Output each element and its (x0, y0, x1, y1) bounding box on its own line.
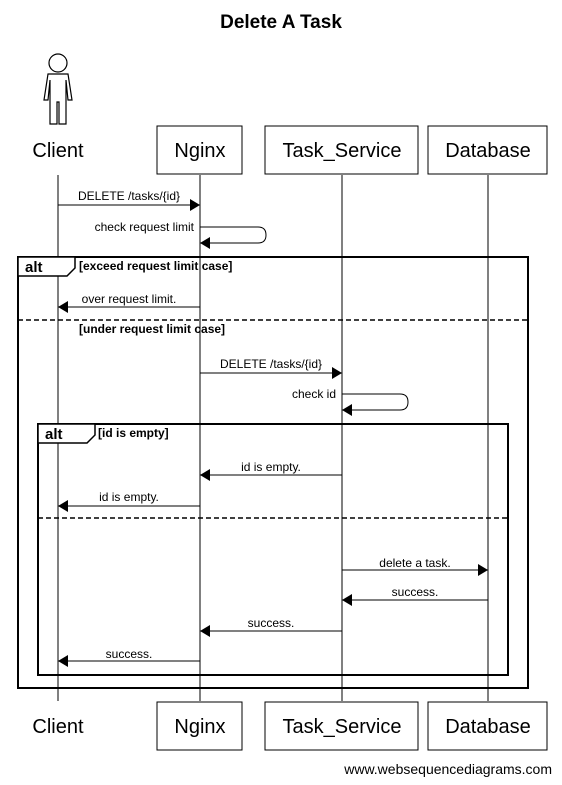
participant-label-database-bottom: Database (445, 716, 531, 738)
participant-box-nginx-bottom (156, 701, 243, 751)
guard-under-limit: [under request limit case] (79, 322, 225, 336)
participant-label-database-top: Database (445, 140, 531, 162)
guard-exceed-limit: [exceed request limit case] (79, 259, 232, 273)
participant-label-nginx-top: Nginx (174, 140, 225, 162)
message-label-6: id is empty. (241, 460, 301, 474)
participant-box-task-service-bottom (264, 701, 419, 751)
participant-label-nginx-bottom: Nginx (174, 716, 225, 738)
alt-fragment-outer: alt [exceed request limit case] [under r… (17, 256, 529, 689)
message-label-5: check id (292, 387, 336, 401)
footer-watermark: www.websequencediagrams.com (343, 761, 552, 777)
participant-box-nginx-top (156, 125, 243, 175)
alt-operator-inner: alt (45, 426, 63, 443)
messages (58, 199, 488, 667)
message-label-3: over request limit. (82, 292, 177, 306)
message-label-8: delete a task. (379, 556, 450, 570)
message-label-9: success. (392, 585, 439, 599)
message-line-5-self (342, 393, 409, 416)
message-label-10: success. (248, 616, 295, 630)
alt-fragment-inner: alt [id is empty] (37, 423, 509, 676)
participant-label-client-bottom: Client (32, 716, 84, 738)
message-label-1: DELETE /tasks/{id} (78, 189, 180, 203)
actor-client-top (43, 53, 73, 125)
participant-box-database-bottom (427, 701, 548, 751)
participant-label-task-service-top: Task_Service (283, 140, 402, 162)
participant-label-task-service-bottom: Task_Service (283, 716, 402, 738)
participant-box-database-top (427, 125, 548, 175)
message-label-2: check request limit (95, 220, 195, 234)
message-label-11: success. (106, 647, 153, 661)
alt-operator-outer: alt (25, 259, 43, 276)
message-label-7: id is empty. (99, 490, 159, 504)
participant-box-task-service-top (264, 125, 419, 175)
message-label-4: DELETE /tasks/{id} (220, 357, 322, 371)
message-line-2-self (200, 226, 267, 249)
participant-label-client-top: Client (32, 140, 84, 162)
guard-id-empty: [id is empty] (98, 426, 169, 440)
diagram-title: Delete A Task (220, 12, 342, 33)
